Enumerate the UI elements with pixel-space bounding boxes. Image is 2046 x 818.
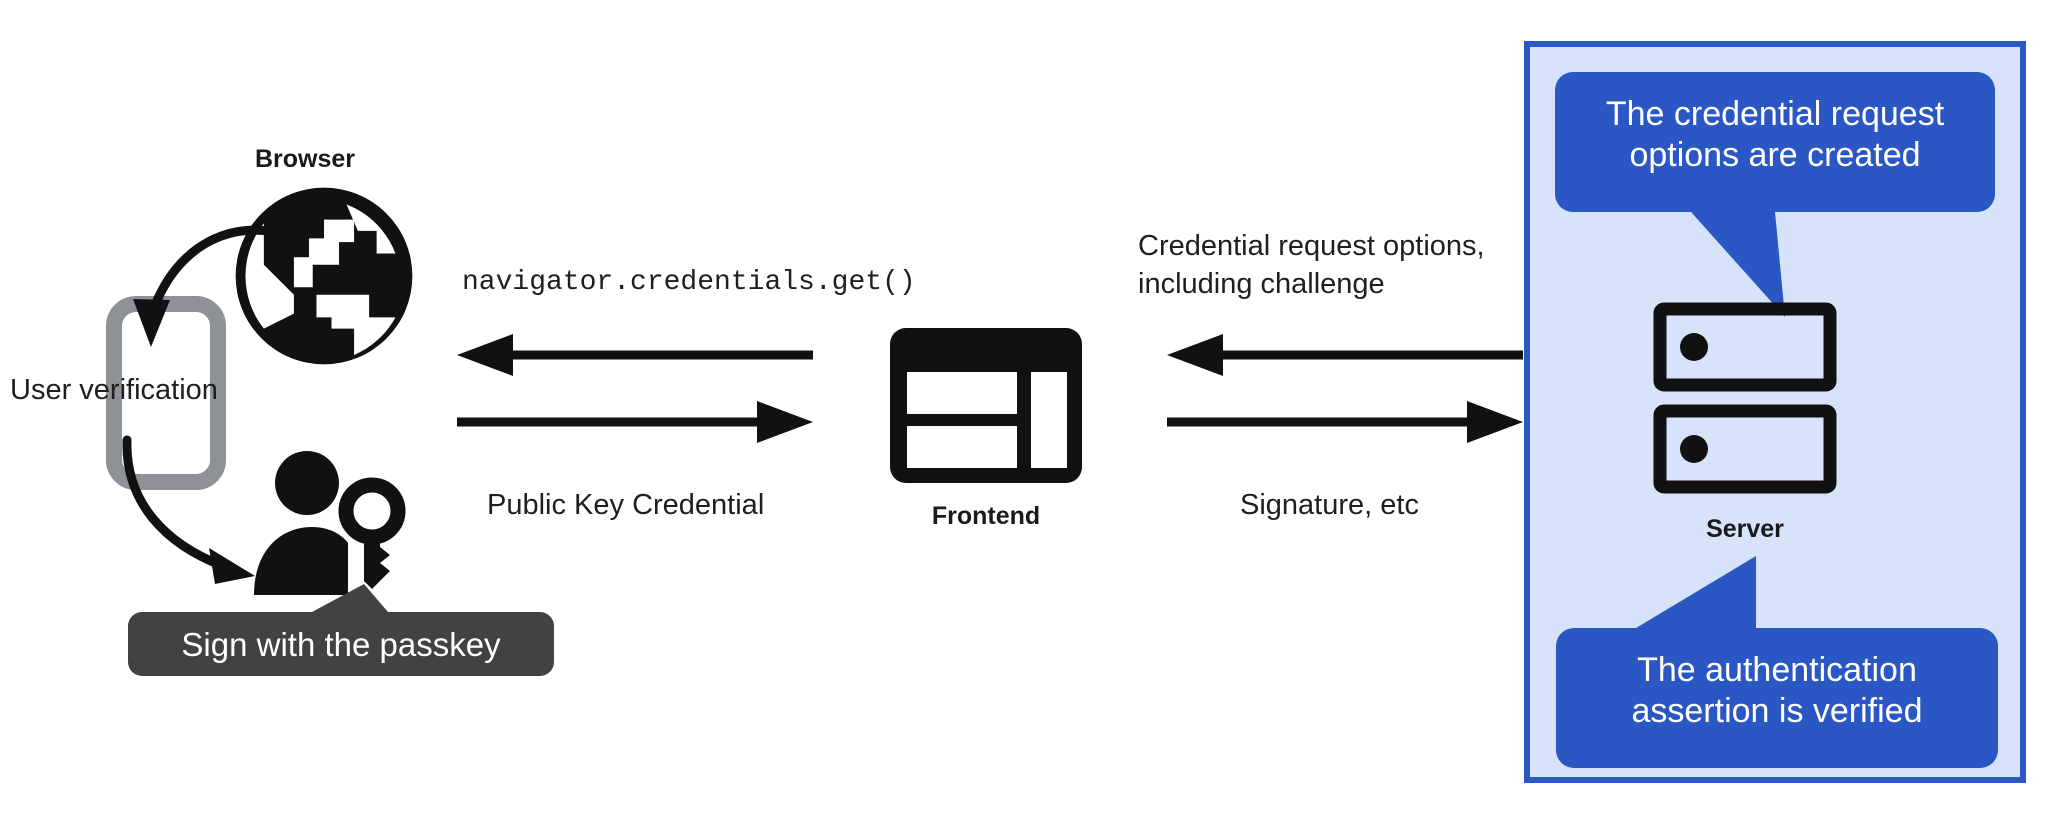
arrow-left-icon bbox=[457, 334, 813, 376]
frontend-to-server-arrow bbox=[1165, 400, 1525, 444]
callout-label: The authentication assertion is verified bbox=[1556, 650, 1998, 733]
server-label: Server bbox=[1706, 515, 1784, 543]
callout-line-1: The credential request bbox=[1605, 95, 1945, 133]
frontend-to-browser-arrow bbox=[455, 400, 815, 444]
server-icon bbox=[1653, 302, 1837, 495]
callout-line-2: options are created bbox=[1629, 136, 1921, 175]
navigator-credentials-get-label: navigator.credentials.get() bbox=[462, 267, 916, 298]
callout-bubble-shape bbox=[1556, 556, 1998, 768]
label-line-1: Credential request options, bbox=[1138, 230, 1485, 262]
frontend-label: Frontend bbox=[931, 502, 1041, 530]
tooltip-shape bbox=[128, 584, 554, 676]
signature-etc-label: Signature, etc bbox=[1240, 489, 1419, 521]
person-with-key-icon bbox=[254, 451, 406, 595]
server-to-frontend-arrow bbox=[1165, 333, 1525, 377]
frontend-icon bbox=[890, 328, 1082, 483]
arrow-left-icon bbox=[1167, 334, 1523, 376]
arrow-right-icon bbox=[1167, 401, 1523, 443]
authentication-assertion-callout: The authentication assertion is verified bbox=[1556, 556, 1998, 768]
browser-to-frontend-arrow bbox=[455, 333, 815, 377]
browser-to-phone-arrow bbox=[90, 195, 310, 375]
public-key-credential-label: Public Key Credential bbox=[487, 489, 765, 521]
credential-request-options-callout: The credential request options are creat… bbox=[1555, 72, 1995, 332]
callout-label: The credential request options are creat… bbox=[1555, 94, 1995, 177]
user-icon bbox=[252, 443, 412, 595]
sign-with-passkey-tooltip: Sign with the passkey bbox=[126, 584, 556, 676]
callout-line-1: The authentication bbox=[1637, 651, 1917, 689]
user-verification-label: User verification bbox=[10, 374, 218, 406]
arrow-right-icon bbox=[457, 401, 813, 443]
callout-bubble-shape bbox=[1555, 72, 1995, 317]
server-racks-icon bbox=[1653, 302, 1837, 494]
callout-line-2: assertion is verified bbox=[1631, 692, 1923, 731]
curved-arrow-icon bbox=[122, 435, 255, 584]
phone-to-user-arrow bbox=[115, 432, 345, 592]
tooltip-label: Sign with the passkey bbox=[181, 626, 501, 663]
label-line-2: including challenge bbox=[1138, 267, 1385, 300]
browser-label: Browser bbox=[254, 145, 356, 173]
web-layout-icon bbox=[890, 328, 1082, 483]
curved-arrow-icon bbox=[133, 225, 295, 347]
credential-request-options-label: Credential request options, including ch… bbox=[1138, 228, 1485, 303]
